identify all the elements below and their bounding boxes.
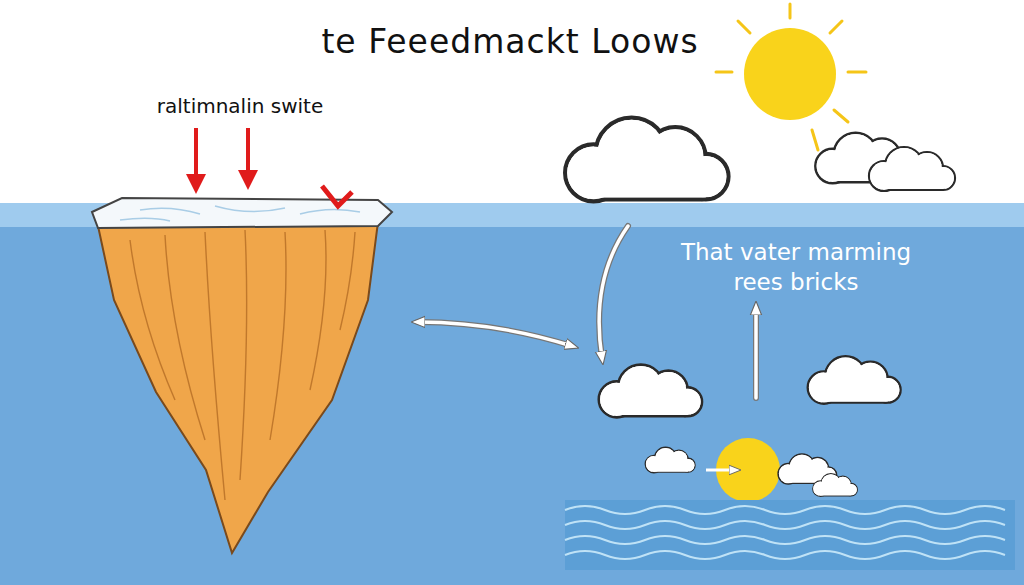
callout-label: raltimnalin swite — [157, 93, 323, 119]
diagram-title-text: te Feeedmackt Loows — [321, 22, 698, 61]
iceberg — [92, 198, 392, 553]
small-arrow — [706, 469, 735, 472]
cloud — [869, 147, 955, 191]
callout-label-text: raltimnalin swite — [157, 94, 323, 118]
diagram-title: te Feeedmackt Loows — [321, 21, 698, 64]
cloud — [565, 118, 728, 202]
water-note: That vater marming rees bricks — [671, 238, 921, 298]
cloud — [813, 474, 858, 497]
waves — [565, 500, 1015, 570]
sun — [716, 4, 866, 150]
cloud — [645, 447, 695, 473]
cloud — [808, 356, 901, 404]
cloud — [599, 365, 702, 418]
water-note-text: That vater marming rees bricks — [681, 239, 911, 295]
red-arrows — [196, 128, 352, 206]
water — [0, 203, 1024, 585]
